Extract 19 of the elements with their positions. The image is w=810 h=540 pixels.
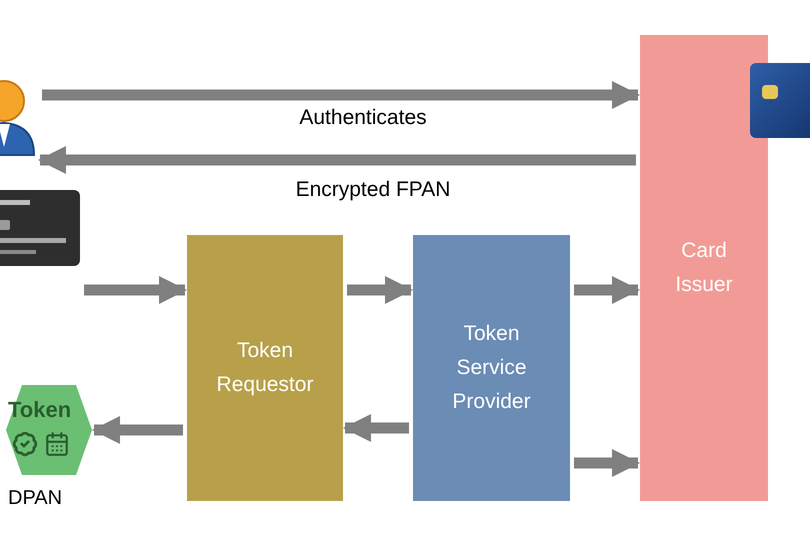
box-label: Token Requestor [216, 338, 314, 398]
edge-label: Encrypted FPAN [296, 177, 450, 203]
arrow [42, 81, 640, 109]
arrow [92, 416, 183, 444]
box-label: Token Service Provider [451, 321, 532, 415]
credit-card-picture [750, 63, 810, 138]
arrow [574, 276, 640, 304]
arrow [84, 276, 187, 304]
node-caption: DPAN [8, 486, 62, 511]
card-drawing [0, 190, 80, 266]
process-box [640, 35, 768, 501]
process-box [413, 235, 570, 501]
arrow [343, 414, 409, 442]
edge-label: Authenticates [299, 105, 427, 131]
arrow [347, 276, 413, 304]
process-box [187, 235, 343, 501]
box-label: Card Issuer [674, 238, 734, 298]
arrow [574, 449, 640, 477]
arrow [38, 146, 636, 174]
